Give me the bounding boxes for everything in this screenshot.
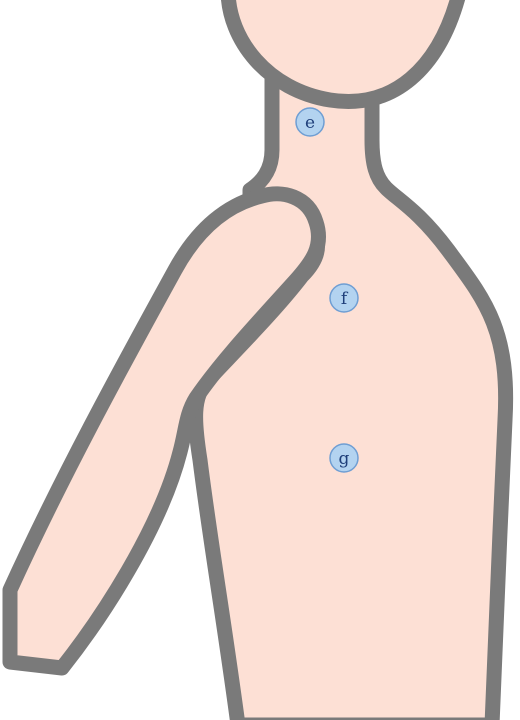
marker-g: g	[330, 444, 358, 472]
marker-e-label: e	[305, 113, 315, 133]
torso-shape	[196, 40, 506, 720]
marker-f: f	[330, 284, 358, 312]
head-shape	[228, 0, 460, 102]
marker-e: e	[296, 108, 324, 136]
marker-g-label: g	[339, 449, 350, 469]
